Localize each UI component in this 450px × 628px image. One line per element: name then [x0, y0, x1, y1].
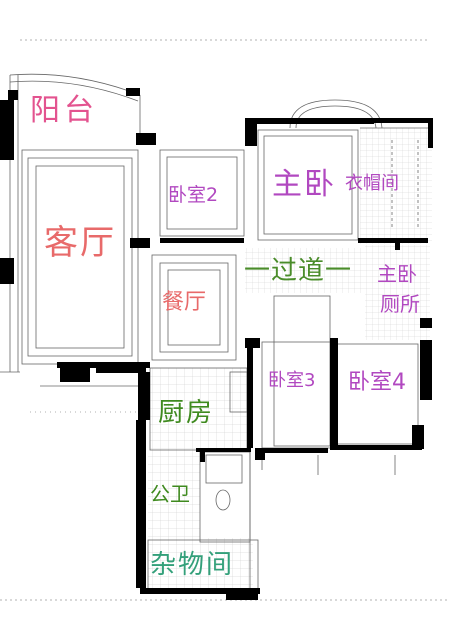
- bedroom-4-label: 卧室4: [348, 370, 406, 395]
- storage-tiles: [148, 538, 253, 593]
- cloakroom-label: 衣帽间: [345, 173, 399, 194]
- master-bath-label-bottom: 厕所: [380, 292, 420, 316]
- master-bedroom-label: 主卧: [272, 167, 336, 202]
- toilet-tiles: [148, 450, 200, 538]
- dining-room-label: 餐厅: [162, 290, 207, 315]
- walls: [0, 88, 433, 600]
- hallway-tiles: [245, 248, 365, 293]
- bedroom-2-label: 卧室2: [168, 184, 219, 206]
- kitchen-label: 厨房: [158, 398, 215, 428]
- bedroom-3-label: 卧室3: [268, 370, 316, 391]
- balcony-label: 阳台: [30, 93, 98, 128]
- master-bath-tiles: [365, 245, 430, 340]
- hallway-label: 一过道一: [244, 256, 353, 286]
- cloakroom-tiles: [360, 128, 432, 244]
- living-room-label: 客厅: [44, 223, 116, 263]
- kitchen-tiles: [150, 368, 247, 450]
- master-bath-label-top: 主卧: [377, 262, 417, 286]
- storage-label: 杂物间: [150, 550, 235, 580]
- public-toilet-label: 公卫: [150, 482, 190, 506]
